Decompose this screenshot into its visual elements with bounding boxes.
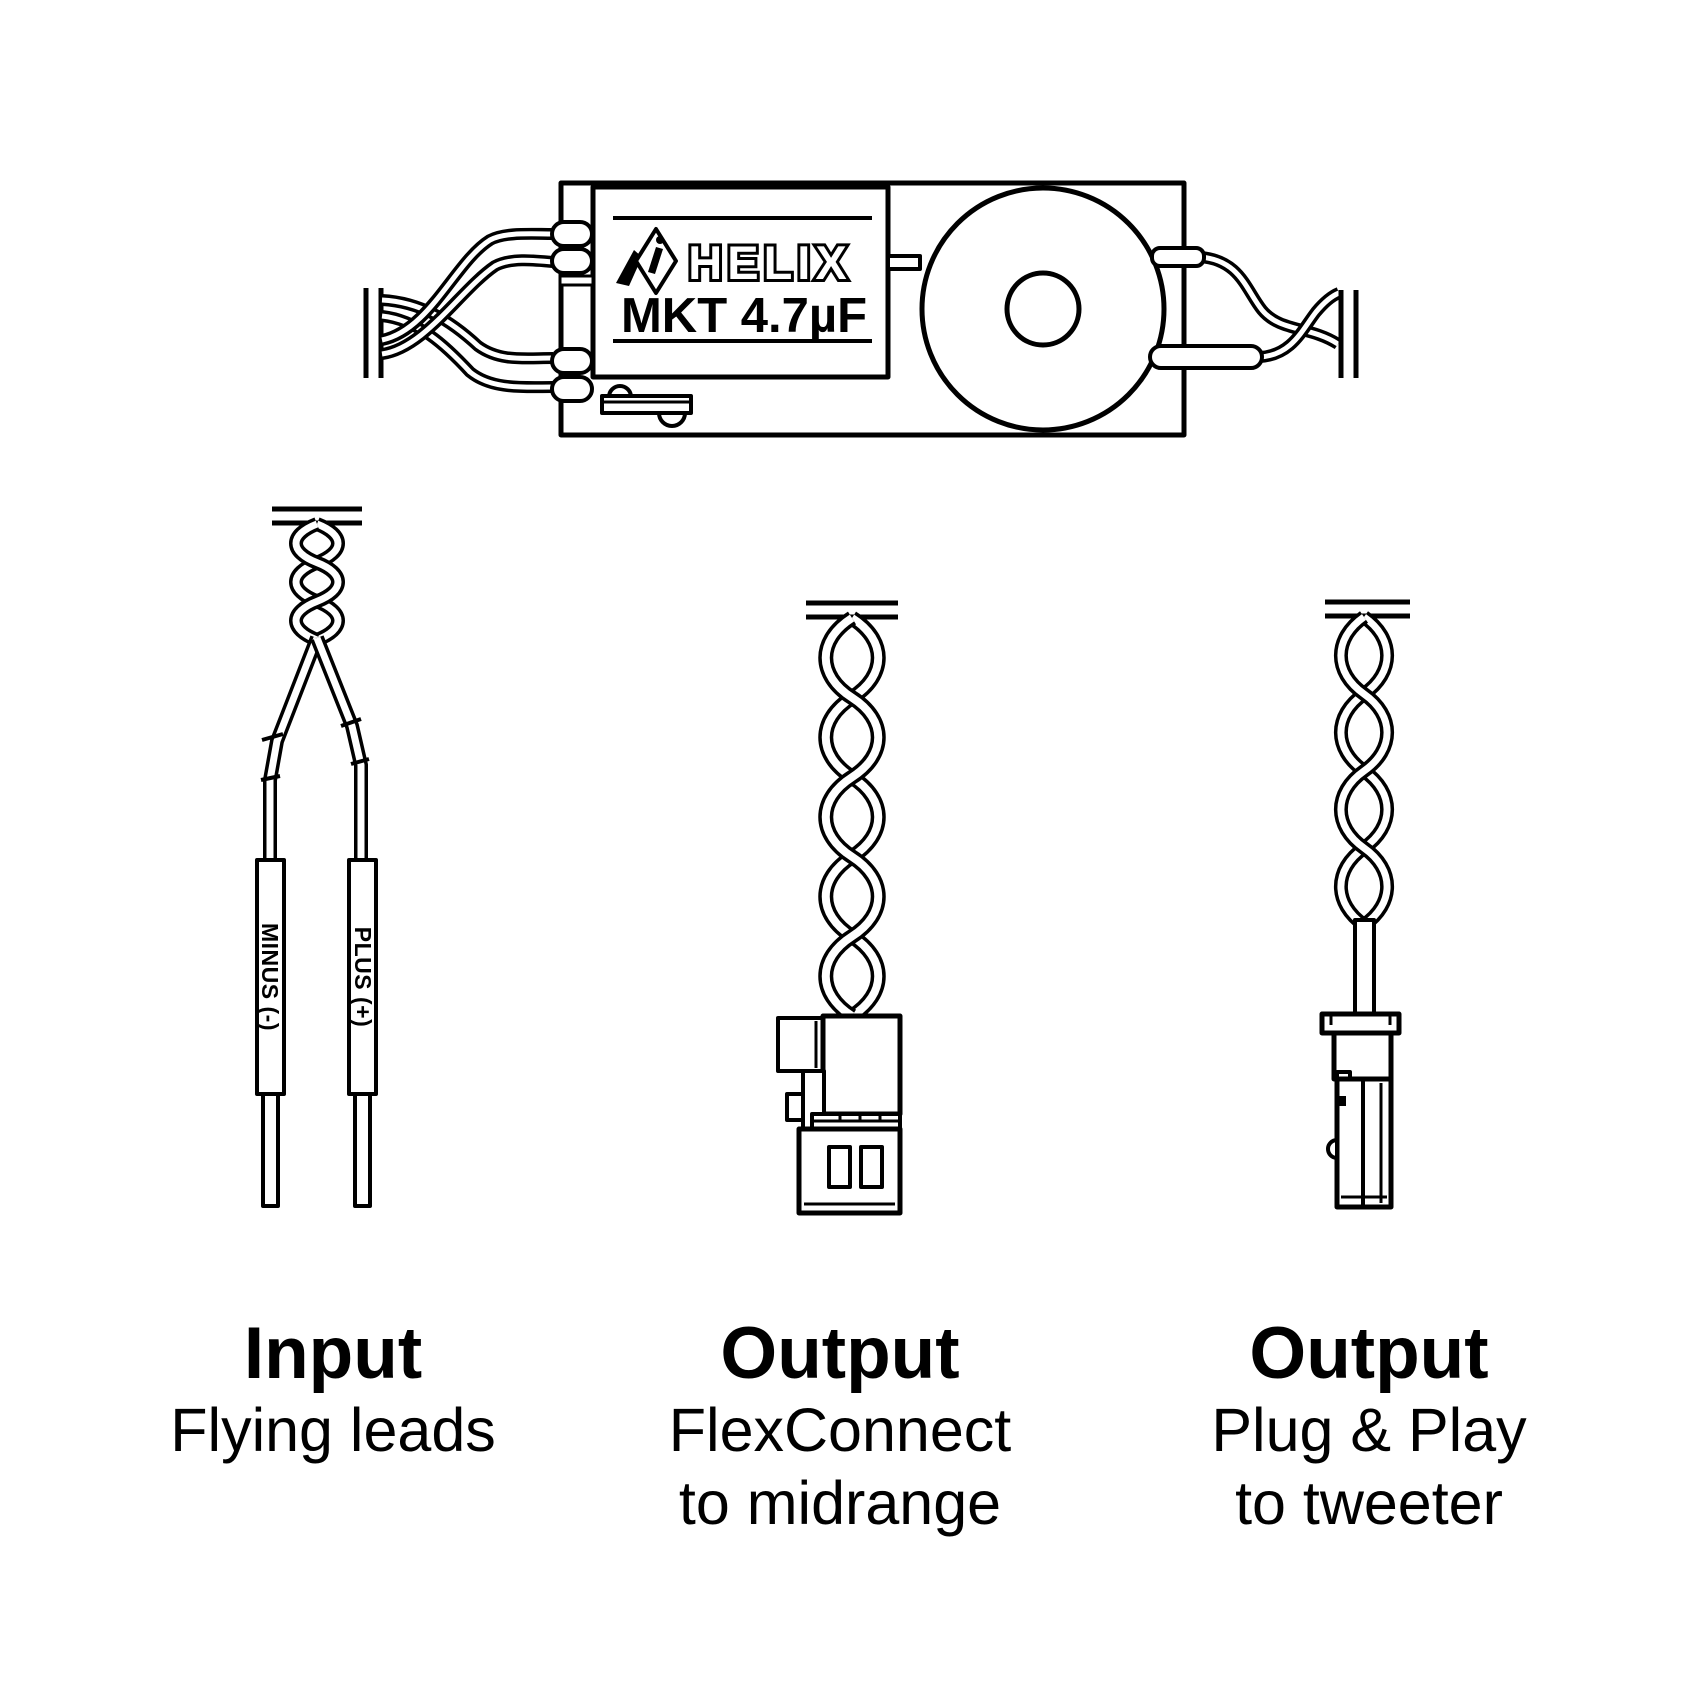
clamp-bar: [600, 394, 693, 415]
side-bump: [1326, 1138, 1339, 1160]
input-caption-subtitle: Flying leads: [170, 1396, 496, 1464]
board-tab: [558, 274, 595, 287]
input-leads-illustration: MINUS (-) PLUS (+): [255, 506, 378, 1208]
crimp-mark: [340, 717, 362, 728]
midrange-caption-line2: to midrange: [679, 1469, 1001, 1537]
crimp-mark: [261, 732, 284, 742]
component-tab: [886, 254, 922, 271]
brand-wordmark: HELIX: [688, 236, 851, 289]
crossover-device: HELIX MKT 4.7µF: [363, 180, 1359, 438]
latch-detail: [1339, 1096, 1346, 1106]
output-wire: [1199, 254, 1340, 347]
toroid-coil-inner: [1004, 270, 1082, 348]
bare-wire-end: [353, 1092, 372, 1208]
output-wire: [1259, 290, 1341, 360]
connector-upper-body: [820, 1013, 903, 1117]
connector-flange: [1319, 1011, 1402, 1036]
midrange-caption-line1: FlexConnect: [669, 1396, 1011, 1464]
crimp-mark: [350, 757, 370, 766]
wire-terminal: [550, 220, 594, 248]
crimp-mark: [260, 774, 281, 782]
input-wire: [381, 231, 554, 343]
latch-hook: [785, 1092, 805, 1122]
input-wire: [381, 297, 554, 361]
helix-logo: HELIX: [616, 227, 851, 295]
bare-wire-end: [261, 1092, 280, 1208]
wire-stub: [1150, 246, 1206, 268]
plus-lead: [310, 635, 368, 866]
cable-clamp: [600, 384, 693, 428]
plus-sleeve-label: PLUS (+): [350, 927, 376, 1027]
tweeter-caption-line2: to tweeter: [1235, 1469, 1503, 1537]
tweeter-caption-line1: Plug & Play: [1211, 1396, 1527, 1464]
wire-stub: [1148, 344, 1264, 370]
flexconnect-connector: [776, 1013, 903, 1216]
wire-terminal: [550, 247, 594, 275]
capacitor-value-label: MKT 4.7µF: [621, 289, 867, 343]
twisted-pair: [1334, 611, 1394, 931]
flexconnect-illustration: [776, 600, 903, 1216]
minus-sleeve: [255, 858, 286, 1096]
device-right-wires: [1148, 246, 1359, 378]
midrange-caption-title: Output: [720, 1313, 959, 1394]
clamp-bump-bottom: [657, 411, 687, 428]
tweeter-plug-illustration: [1319, 599, 1410, 1210]
captions: Input Flying leads Output FlexConnect to…: [170, 1313, 1527, 1537]
logo-i-stem: [648, 247, 663, 274]
wire-terminal: [550, 347, 594, 375]
twisted-pair: [289, 517, 345, 647]
wire-sheath: [1353, 918, 1376, 1017]
tweeter-connector: [1319, 1011, 1402, 1210]
minus-sleeve-label: MINUS (-): [257, 923, 283, 1031]
twisted-pair: [818, 611, 886, 1023]
logo-i-dot: [656, 236, 664, 244]
terminal-window: [827, 1145, 852, 1189]
device-left-wires: [363, 220, 595, 403]
plus-lead: [313, 636, 365, 866]
wire-terminal: [550, 375, 594, 403]
input-wire: [381, 257, 554, 357]
tweeter-caption-title: Output: [1249, 1313, 1488, 1394]
output-wire: [1199, 251, 1342, 350]
input-caption-title: Input: [244, 1313, 422, 1394]
terminal-window: [859, 1145, 884, 1189]
minus-lead: [266, 636, 321, 866]
